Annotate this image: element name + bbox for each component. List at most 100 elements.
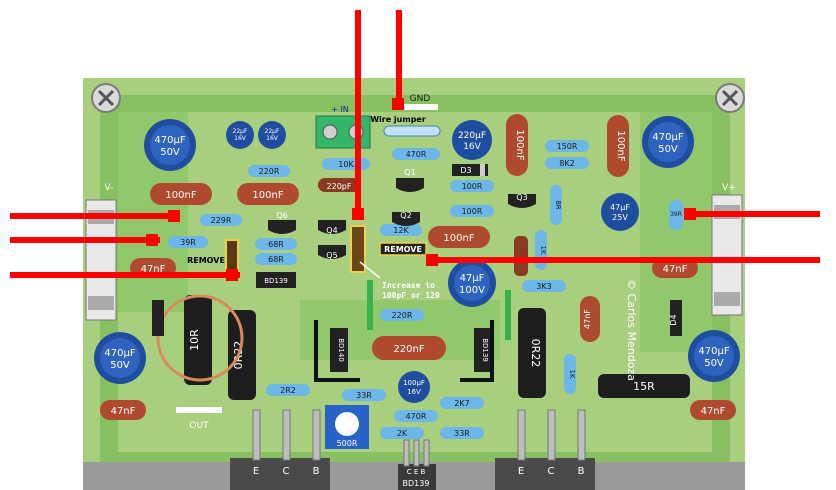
svg-text:100nF: 100nF: [514, 129, 525, 160]
zener-left: [367, 280, 373, 330]
pin-c1: C: [283, 466, 290, 477]
svg-text:220µF: 220µF: [458, 131, 486, 141]
svg-text:220nF: 220nF: [393, 344, 424, 355]
resistor-2k7: 2K7: [440, 397, 484, 409]
svg-text:100R: 100R: [462, 182, 483, 191]
marker-left-3-head: [226, 269, 238, 281]
svg-text:100V: 100V: [459, 285, 485, 296]
cap-22uf-a: 22µF 16V: [226, 121, 254, 149]
resistor-470r: 470R: [392, 148, 440, 160]
svg-text:47nF: 47nF: [141, 264, 166, 275]
svg-text:16V: 16V: [463, 142, 481, 152]
cap-100uf-16v: 100µF 16V: [398, 371, 430, 403]
resistor-1k-v: 1K: [535, 230, 547, 270]
svg-text:22µF: 22µF: [233, 128, 248, 135]
marker-left-2: [10, 237, 160, 243]
remove-label-left: REMOVE: [187, 256, 225, 265]
svg-text:220pF: 220pF: [327, 182, 352, 191]
remove-label-right: REMOVE: [384, 245, 422, 254]
svg-text:D3: D3: [460, 166, 471, 175]
trimmer-500r: 500R: [325, 405, 369, 449]
svg-text:229R: 229R: [211, 216, 232, 225]
svg-text:Q2: Q2: [400, 211, 411, 220]
transistor-q4: Q4: [318, 220, 346, 235]
svg-text:100nF: 100nF: [165, 190, 196, 201]
resistor-68r-a: 68R: [255, 238, 297, 250]
svg-text:3K3: 3K3: [536, 282, 551, 291]
film-cap-100nf-c: 100nF: [506, 114, 528, 176]
remove-cap-center: [350, 225, 366, 273]
pin-c2: C: [548, 466, 555, 477]
svg-text:47nF: 47nF: [701, 406, 726, 417]
marker-left-2-head: [146, 234, 158, 246]
resistor-100r-a: 100R: [450, 180, 494, 192]
marker-top-right-vertical: [396, 10, 402, 110]
film-cap-220pf: 220pF: [318, 178, 360, 192]
marker-top-left-head: [352, 208, 364, 220]
transistor-q3: Q3: [508, 193, 536, 208]
svg-text:100µF: 100µF: [403, 379, 425, 387]
resistor-33r-b: 33R: [440, 427, 484, 439]
svg-text:68R: 68R: [268, 255, 284, 264]
bd139-bottom-label: BD139: [403, 479, 430, 488]
marker-right-1-head: [684, 208, 696, 220]
svg-text:2R2: 2R2: [280, 386, 296, 395]
svg-text:100R: 100R: [462, 207, 483, 216]
film-cap-220nf: 220nF: [372, 336, 446, 360]
wire-jumper-label: Wire jumper: [370, 115, 426, 124]
svg-text:2K7: 2K7: [454, 399, 469, 408]
power-transistor-left: [230, 458, 330, 490]
resistor-2k: 2K: [380, 427, 424, 439]
film-cap-100nf-a: 100nF: [150, 183, 212, 205]
svg-text:47nF: 47nF: [663, 264, 688, 275]
transistor-q6: Q6: [268, 211, 296, 234]
svg-text:150R: 150R: [557, 142, 578, 151]
diode-d3: D3: [452, 164, 488, 176]
marker-left-1-head: [168, 210, 180, 222]
gnd-pad: [400, 104, 438, 110]
marker-top-left-vertical: [355, 10, 361, 220]
inductor-coil: [156, 294, 244, 382]
resistor-10k: 10K: [322, 158, 370, 170]
mounting-hole-tl: [91, 83, 121, 113]
power-resistor-10r: 10R: [184, 295, 212, 385]
resistor-220r-mid: 220R: [380, 309, 424, 321]
resistor-220r-top: 220R: [248, 165, 290, 177]
cap-47uf-25v: 47µF 25V: [601, 193, 639, 231]
svg-text:68R: 68R: [268, 240, 284, 249]
power-resistor-15r: 15R: [598, 374, 690, 398]
film-cap-47nf-c: 47nF: [100, 400, 146, 420]
svg-text:BD140: BD140: [337, 338, 345, 362]
zener-right: [505, 290, 511, 340]
transistor-q1: Q1: [396, 168, 424, 192]
film-cap-100nf-e: 100nF: [428, 226, 490, 248]
svg-text:22µF: 22µF: [265, 128, 280, 135]
svg-text:33R: 33R: [454, 429, 470, 438]
bd139-bottom-body: [398, 464, 436, 490]
resistor-39r-b: 39R: [669, 200, 683, 230]
svg-text:16V: 16V: [234, 135, 247, 142]
resistor-8r-v: 8R: [550, 185, 562, 225]
svg-text:Q6: Q6: [276, 211, 287, 220]
resistor-3k3: 3K3: [522, 280, 566, 292]
resistor-68r-b: 68R: [255, 253, 297, 265]
svg-text:10K: 10K: [338, 160, 354, 169]
svg-text:33R: 33R: [356, 391, 372, 400]
film-cap-100nf-d: 100nF: [607, 115, 629, 177]
input-label: + IN: [331, 105, 349, 114]
cap-470uf-top-left: 470µF 50V: [144, 119, 196, 171]
svg-text:39R: 39R: [180, 238, 196, 247]
svg-text:100nF: 100nF: [252, 190, 283, 201]
svg-text:470R: 470R: [406, 412, 427, 421]
out-pad: [176, 407, 222, 413]
svg-text:0R22: 0R22: [529, 339, 542, 368]
red-markers: [10, 10, 820, 281]
transistor-q5: Q5: [318, 245, 346, 260]
film-cap-47nf-d: 47nF: [690, 400, 736, 420]
bracket-left: [314, 320, 360, 382]
cap-220uf-16v: 220µF 16V: [452, 120, 492, 160]
svg-text:12K: 12K: [393, 226, 409, 235]
svg-text:8K2: 8K2: [559, 159, 574, 168]
cap-22uf-b: 22µF 16V: [258, 121, 286, 149]
